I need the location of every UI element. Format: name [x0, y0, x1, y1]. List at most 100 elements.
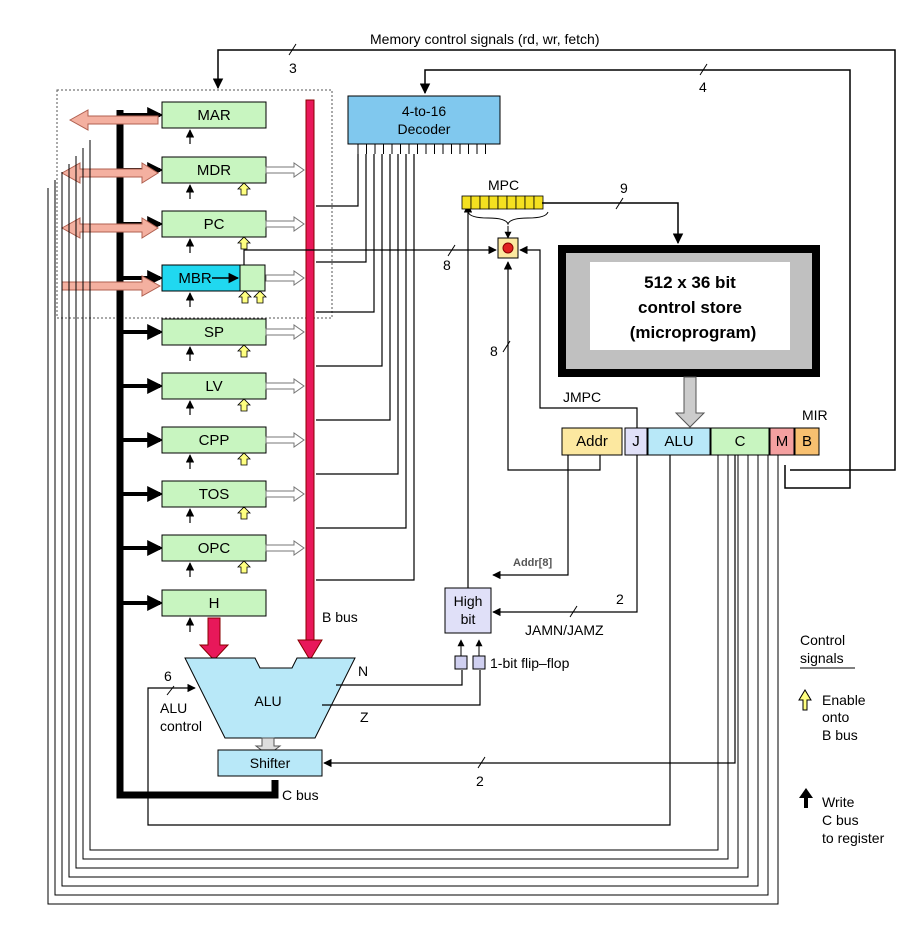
- cs-to-mir-arrow: [674, 376, 706, 428]
- mpc-register: [461, 195, 544, 210]
- enable-arrow-icon: [237, 182, 251, 196]
- b-bus-out-arrow: [265, 324, 305, 340]
- mir-field-label: M: [776, 433, 789, 450]
- high-bit-label-1: High: [454, 593, 483, 609]
- decoder-enable-line: [316, 154, 415, 581]
- b-bus-out-arrow: [265, 378, 305, 394]
- b-bus-out-arrow: [265, 162, 305, 178]
- jmpc-line: [519, 245, 638, 430]
- shifter-label: Shifter: [250, 755, 291, 771]
- alu-ctl-width: 6: [164, 668, 172, 684]
- legend-title-2: signals: [800, 650, 844, 666]
- mir-field-addr: [561, 427, 623, 456]
- register-h: H: [161, 589, 267, 632]
- mir-field-alu: [647, 427, 711, 456]
- c-field-line: [75, 156, 739, 869]
- shift-width-label: 2: [476, 773, 484, 789]
- high-bit-box: [444, 587, 492, 634]
- mpc-bit: [488, 195, 499, 210]
- legend-write-3: to register: [822, 830, 885, 846]
- write-arrow-icon: [799, 788, 813, 808]
- enable-arrow-icon: [237, 236, 251, 250]
- legend-enable-1: Enable: [822, 692, 866, 708]
- legend-write-2: C bus: [822, 812, 859, 828]
- register-label: MAR: [197, 107, 231, 124]
- enable-arrow-icon: [798, 689, 812, 711]
- mpc-bit: [461, 195, 472, 210]
- z-line: [322, 670, 481, 706]
- enable-arrow-icon: [253, 290, 267, 304]
- jam-line: [492, 455, 638, 617]
- c-field-line: [82, 148, 729, 860]
- flipflop-label: 1-bit flip–flop: [490, 655, 570, 671]
- mbr-to-mpc-line: [243, 245, 497, 265]
- control-store-label-bg: [590, 262, 790, 350]
- addr-mpc-width: 8: [490, 343, 498, 359]
- register-mdr: MDR: [161, 156, 267, 199]
- c-bus: [116, 110, 279, 799]
- c-field-line: [68, 164, 749, 878]
- register-pc: PC: [161, 210, 267, 253]
- flipflop-z: [472, 655, 486, 670]
- b-bus-label: B bus: [322, 609, 358, 625]
- legend-enable-2: onto: [822, 709, 849, 725]
- register-label: LV: [205, 378, 222, 395]
- memory-signals-label: Memory control signals (rd, wr, fetch): [370, 31, 600, 47]
- decoder-enable-lines: [316, 154, 415, 581]
- c-field-write-lines: [47, 140, 779, 905]
- register-lv: LV: [161, 372, 267, 415]
- alu-label: ALU: [254, 693, 281, 709]
- legend-write-1: Write: [822, 794, 855, 810]
- mir-field-label: J: [632, 433, 640, 450]
- memory-interface-frame: [56, 89, 333, 319]
- legend-enable-3: B bus: [822, 727, 858, 743]
- mem-width-label: 3: [289, 60, 297, 76]
- decoder-output-pins: [357, 144, 486, 154]
- register-mar: MAR: [161, 101, 267, 144]
- mir-field-label: ALU: [664, 433, 693, 450]
- b-bus-out-arrow: [265, 216, 305, 232]
- c-field-line: [47, 188, 779, 905]
- mpc-bit: [506, 195, 517, 210]
- mpc-cs-width: 9: [620, 180, 628, 196]
- c-field-line: [61, 172, 759, 887]
- high-bit-label-2: bit: [461, 611, 476, 627]
- mir-label: MIR: [802, 407, 828, 423]
- or-gate-icon: [502, 242, 514, 254]
- n-flag-label: N: [358, 663, 368, 679]
- decoder-enable-line: [316, 154, 407, 529]
- register-label: MDR: [197, 162, 231, 179]
- memory-io-arrows: [60, 109, 162, 297]
- decoder-enable-line: [316, 154, 391, 421]
- mpc-to-cs-line: [542, 202, 684, 245]
- register-label: H: [209, 595, 220, 612]
- decoder-label-1: 4-to-16: [402, 103, 447, 119]
- c-field-line: [54, 180, 769, 896]
- cs-label-1: 512 x 36 bit: [644, 273, 736, 292]
- flipflop-n: [454, 655, 468, 670]
- register-opc: OPC: [161, 534, 267, 577]
- register-label: OPC: [198, 540, 231, 557]
- n-line: [336, 670, 463, 686]
- addr8-label: Addr[8]: [513, 557, 552, 569]
- alu-control-line: [147, 440, 671, 826]
- decoder-box: [347, 95, 501, 145]
- mir-field-label: C: [735, 433, 746, 450]
- shifter-control-line: [323, 452, 736, 768]
- z-flag-label: Z: [360, 709, 369, 725]
- jamn-label: JAMN/JAMZ: [525, 622, 604, 638]
- register-label: TOS: [199, 486, 230, 503]
- c-bus-label: C bus: [282, 787, 319, 803]
- mir-field-label: B: [802, 433, 812, 450]
- mpc-brace: [467, 211, 549, 226]
- register-label: SP: [204, 324, 224, 341]
- mpc-bit: [515, 195, 526, 210]
- b-bus-out-arrow: [265, 432, 305, 448]
- decoder-enable-line: [316, 154, 367, 263]
- register-sp: SP: [161, 318, 267, 361]
- jmpc-label: JMPC: [563, 389, 601, 405]
- mpc-label: MPC: [488, 177, 519, 193]
- b-bus-out-arrow: [265, 270, 305, 286]
- register-label: CPP: [199, 432, 230, 449]
